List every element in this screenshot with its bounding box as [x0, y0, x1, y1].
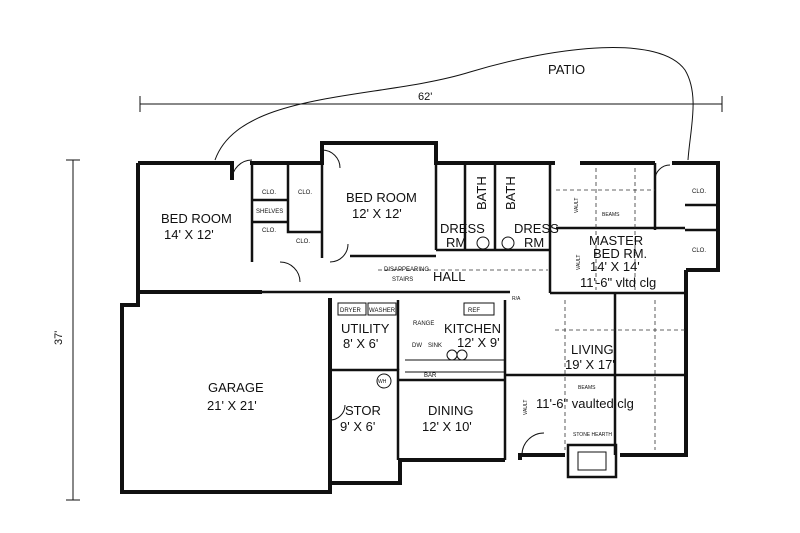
room-bedroom-1: BED ROOM 14' X 12' [161, 211, 232, 242]
patio-outline [214, 47, 694, 161]
svg-text:11'-6" vaulted clg: 11'-6" vaulted clg [536, 396, 634, 411]
room-bath-2: BATH [503, 176, 518, 210]
svg-text:DRYER: DRYER [340, 308, 362, 314]
svg-text:WASHER: WASHER [369, 308, 396, 314]
room-master-bedroom: MASTER BED RM. 14' X 14' 11'-6" vltd clg [580, 233, 656, 290]
room-hall: HALL [433, 269, 466, 284]
svg-text:11'-6" vltd clg: 11'-6" vltd clg [580, 275, 656, 290]
room-dress-1: DRESS RM [440, 221, 485, 250]
exterior-walls [120, 141, 720, 494]
room-living: LIVING 19' X 17' 11'-6" vaulted clg [536, 342, 634, 411]
room-kitchen: KITCHEN 12' X 9' [444, 321, 501, 350]
svg-text:CLO.: CLO. [692, 248, 706, 254]
svg-text:STOR: STOR [345, 403, 381, 418]
svg-text:SHELVES: SHELVES [256, 209, 283, 215]
fixtures [337, 236, 515, 389]
svg-text:KITCHEN: KITCHEN [444, 321, 501, 336]
svg-text:8' X 6': 8' X 6' [343, 336, 378, 351]
svg-text:DRESS: DRESS [440, 221, 485, 236]
svg-text:STONE HEARTH: STONE HEARTH [573, 432, 612, 438]
svg-text:DW: DW [412, 343, 422, 349]
room-storage: STOR 9' X 6' [340, 403, 381, 434]
svg-text:VAULT: VAULT [576, 255, 582, 270]
svg-text:CLO.: CLO. [296, 239, 310, 245]
svg-text:BED RM.: BED RM. [593, 246, 647, 261]
svg-text:BEAMS: BEAMS [602, 212, 620, 218]
svg-text:37': 37' [53, 331, 65, 345]
svg-text:9' X 6': 9' X 6' [340, 419, 375, 434]
svg-text:REF: REF [468, 308, 480, 314]
vault-beams [378, 168, 686, 450]
doors [231, 149, 671, 456]
svg-text:LIVING: LIVING [571, 342, 614, 357]
svg-text:RANGE: RANGE [413, 321, 434, 327]
annotations: CLO. SHELVES CLO. CLO. CLO. CLO. CLO. DI… [256, 189, 706, 438]
svg-text:CLO.: CLO. [262, 190, 276, 196]
svg-text:BED ROOM: BED ROOM [161, 211, 232, 226]
svg-text:WH: WH [378, 379, 387, 385]
svg-text:SINK: SINK [428, 343, 442, 349]
svg-text:12' X 10': 12' X 10' [422, 419, 472, 434]
room-garage: GARAGE 21' X 21' [207, 380, 264, 413]
patio-label: PATIO [548, 62, 585, 77]
stone-hearth [566, 443, 618, 479]
svg-text:BEAMS: BEAMS [578, 385, 596, 391]
svg-text:R/A: R/A [512, 296, 521, 302]
room-dress-2: DRESS RM [514, 221, 559, 250]
width-dimension: 62' [139, 91, 723, 112]
svg-text:12' X 12': 12' X 12' [352, 206, 402, 221]
room-bedroom-2: BED ROOM 12' X 12' [346, 190, 417, 221]
svg-text:CLO.: CLO. [692, 189, 706, 195]
svg-text:19' X 17': 19' X 17' [565, 357, 615, 372]
svg-text:BAR: BAR [424, 373, 437, 379]
interior-walls [250, 163, 718, 460]
svg-text:MASTER: MASTER [589, 233, 643, 248]
svg-text:VAULT: VAULT [523, 400, 529, 415]
svg-text:DRESS: DRESS [514, 221, 559, 236]
depth-dimension: 37' [53, 159, 80, 501]
room-bath-1: BATH [474, 176, 489, 210]
svg-text:BED ROOM: BED ROOM [346, 190, 417, 205]
svg-text:12' X 9': 12' X 9' [457, 335, 500, 350]
svg-text:UTILITY: UTILITY [341, 321, 390, 336]
svg-text:CLO.: CLO. [262, 228, 276, 234]
svg-text:DISAPPEARING: DISAPPEARING [384, 267, 429, 273]
svg-text:GARAGE: GARAGE [208, 380, 264, 395]
svg-text:RM: RM [446, 235, 466, 250]
svg-text:VAULT: VAULT [574, 198, 580, 213]
svg-text:CLO.: CLO. [298, 190, 312, 196]
svg-text:STAIRS: STAIRS [392, 277, 413, 283]
svg-text:DINING: DINING [428, 403, 474, 418]
svg-text:21' X 21': 21' X 21' [207, 398, 257, 413]
svg-text:RM: RM [524, 235, 544, 250]
room-dining: DINING 12' X 10' [422, 403, 474, 434]
svg-text:62': 62' [418, 91, 432, 103]
room-utility: UTILITY 8' X 6' [341, 321, 390, 351]
svg-text:14' X 14': 14' X 14' [590, 259, 640, 274]
svg-text:14' X 12': 14' X 12' [164, 227, 214, 242]
